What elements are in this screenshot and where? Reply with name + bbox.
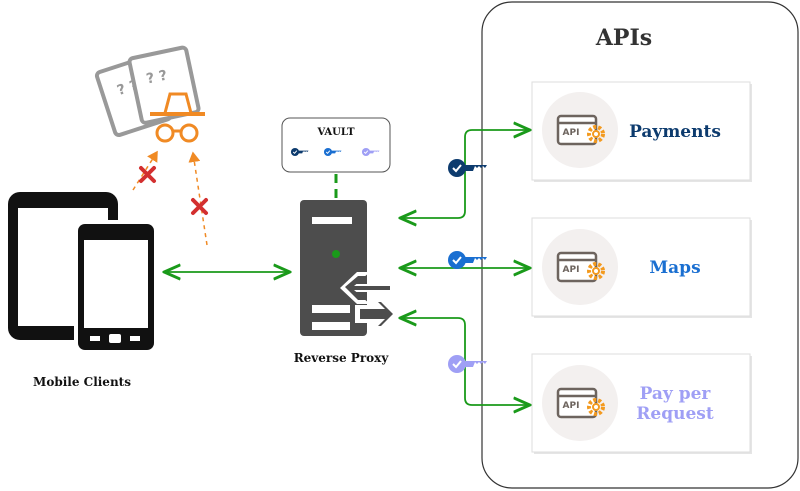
connection-payments [402, 130, 528, 218]
vault-box: VAULT [281, 117, 391, 173]
api-icon-label: API [563, 128, 580, 138]
svg-text:? ?: ? ? [145, 68, 169, 88]
apis-title: APIs [595, 25, 652, 51]
api-card-payments[interactable]: API Payments [531, 81, 752, 182]
key-icon-pay-per-request [447, 354, 488, 374]
api-name-line1: Pay per [640, 384, 712, 404]
reverse-proxy-server-icon [300, 200, 400, 336]
attacker-spy-icon: ? ? ? ? [94, 45, 205, 143]
api-name: Payments [629, 122, 721, 142]
reverse-proxy-label: Reverse Proxy [294, 351, 390, 365]
blocked-x-icon [139, 166, 156, 183]
key-icon-payments [447, 158, 488, 178]
api-name: Maps [649, 258, 700, 278]
api-card-maps[interactable]: API Maps [531, 217, 752, 318]
api-icon-label: API [563, 265, 580, 275]
key-icon-maps [447, 250, 488, 270]
blocked-x-icon [191, 198, 208, 215]
mobile-clients-icon [8, 192, 158, 354]
api-card-pay-per-request[interactable]: API Pay per Request [531, 353, 752, 454]
mobile-clients-label: Mobile Clients [33, 375, 131, 389]
vault-label: VAULT [316, 127, 355, 138]
api-name-line2: Request [636, 404, 714, 424]
api-icon-label: API [563, 401, 580, 411]
